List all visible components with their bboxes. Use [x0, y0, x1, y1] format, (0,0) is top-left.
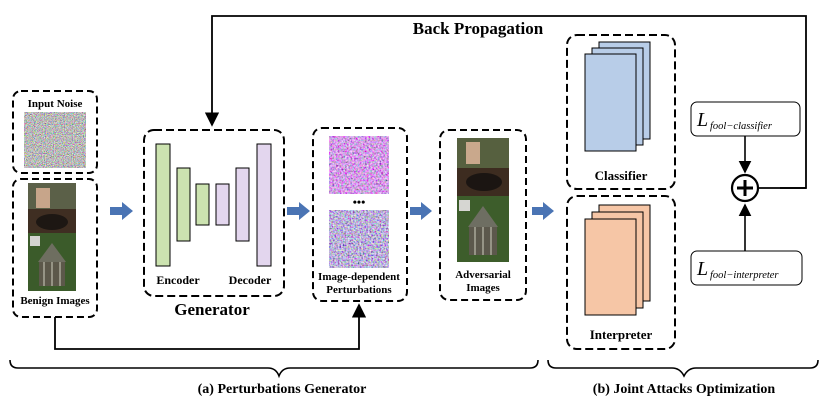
perturbations-label-line2: Perturbations — [326, 284, 392, 296]
caption-a: (a) Perturbations Generator — [198, 382, 367, 397]
loss-classifier-subscript: fool−classifier — [710, 121, 773, 132]
perturbation-image-1 — [329, 136, 389, 194]
interpreter-label: Interpreter — [590, 327, 653, 342]
adversarial-label-line1: Adversarial — [455, 269, 511, 281]
input-noise-image — [24, 112, 86, 168]
adversarial-label-line2: Images — [466, 282, 500, 294]
perturbation-dots: ••• — [353, 195, 366, 209]
benign-image-stack — [28, 183, 76, 291]
flow-arrow-1 — [110, 202, 133, 220]
classifier-label: Classifier — [595, 168, 648, 183]
classifier-box — [566, 34, 676, 190]
generator-box — [143, 129, 285, 297]
classifier-stack — [584, 41, 651, 152]
flow-arrow-2 — [287, 202, 310, 220]
adversarial-box — [439, 129, 527, 301]
input-noise-label: Input Noise — [28, 98, 83, 110]
brace-generator — [9, 359, 539, 379]
input-noise-box — [12, 90, 98, 174]
flow-arrow-4 — [532, 202, 554, 220]
loss-interpreter-script-l: L — [696, 258, 708, 280]
perturbations-box — [312, 127, 408, 302]
interpreter-stack — [584, 204, 651, 316]
decoder-label: Decoder — [229, 273, 272, 287]
loss-interpreter-subscript: fool−interpreter — [710, 270, 779, 281]
loss-interpreter-box — [690, 250, 803, 286]
loss-classifier-script-l: L — [696, 109, 708, 131]
encoder-layers — [155, 143, 210, 267]
flow-arrow-3 — [410, 202, 432, 220]
perturbation-image-2 — [329, 210, 389, 268]
generator-label: Generator — [174, 300, 250, 319]
back-propagation-label: Back Propagation — [413, 19, 544, 38]
benign-to-perturbation-line — [54, 303, 367, 350]
perturbations-label-line1: Image-dependent — [318, 271, 400, 283]
caption-b: (b) Joint Attacks Optimization — [593, 382, 776, 397]
encoder-label: Encoder — [156, 273, 200, 287]
brace-joint-attacks — [547, 359, 819, 378]
decoder-layers — [215, 143, 272, 267]
interpreter-box — [566, 195, 676, 350]
adversarial-image-stack — [457, 138, 509, 262]
benign-images-label: Benign Images — [20, 295, 90, 307]
